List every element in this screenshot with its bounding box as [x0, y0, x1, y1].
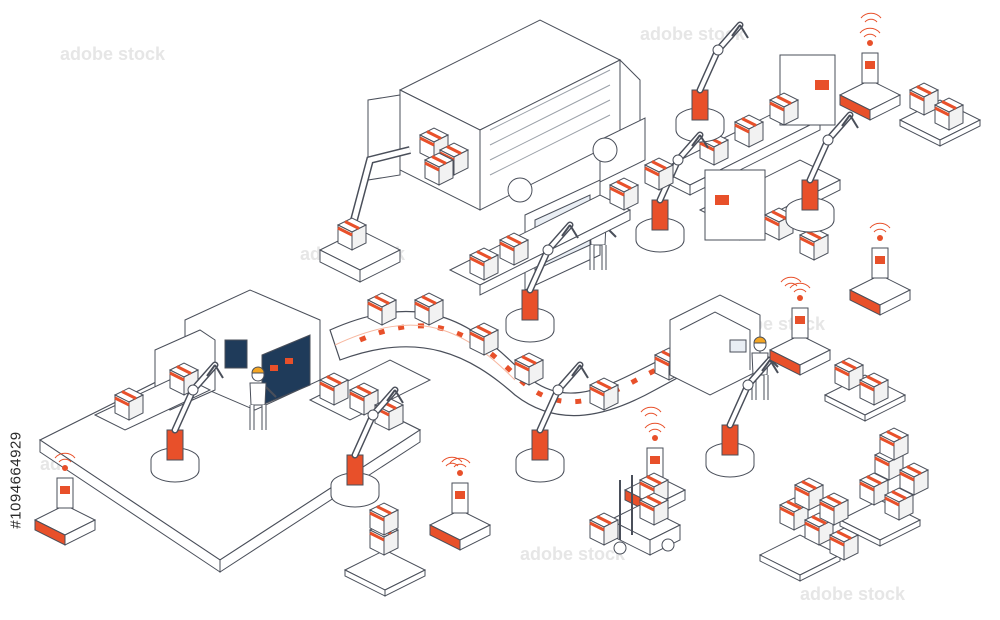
wifi-icon	[441, 12, 882, 467]
box-cart-left	[344, 501, 426, 597]
svg-text:adobe stock: adobe stock	[60, 44, 166, 64]
loader-robot	[318, 146, 411, 283]
svg-text:adobe stock: adobe stock	[640, 24, 746, 44]
agv-robot-icon	[849, 222, 911, 316]
svg-text:adobe stock: adobe stock	[520, 544, 626, 564]
stock-id-text: #1094664929	[7, 431, 25, 529]
left-production-block	[93, 289, 432, 432]
svg-text:adobe stock: adobe stock	[800, 584, 906, 604]
agv-robot-icon	[839, 27, 901, 121]
truck-icon	[367, 19, 646, 211]
box-cart-right	[824, 356, 906, 422]
forklift-icon	[588, 471, 682, 556]
pallet-icon	[759, 426, 930, 582]
box-cart-top-right	[899, 81, 981, 147]
conveyor-upper-left	[448, 156, 675, 296]
agv-robot-icon	[429, 457, 491, 551]
stock-id-label: #1094664929	[6, 365, 26, 595]
